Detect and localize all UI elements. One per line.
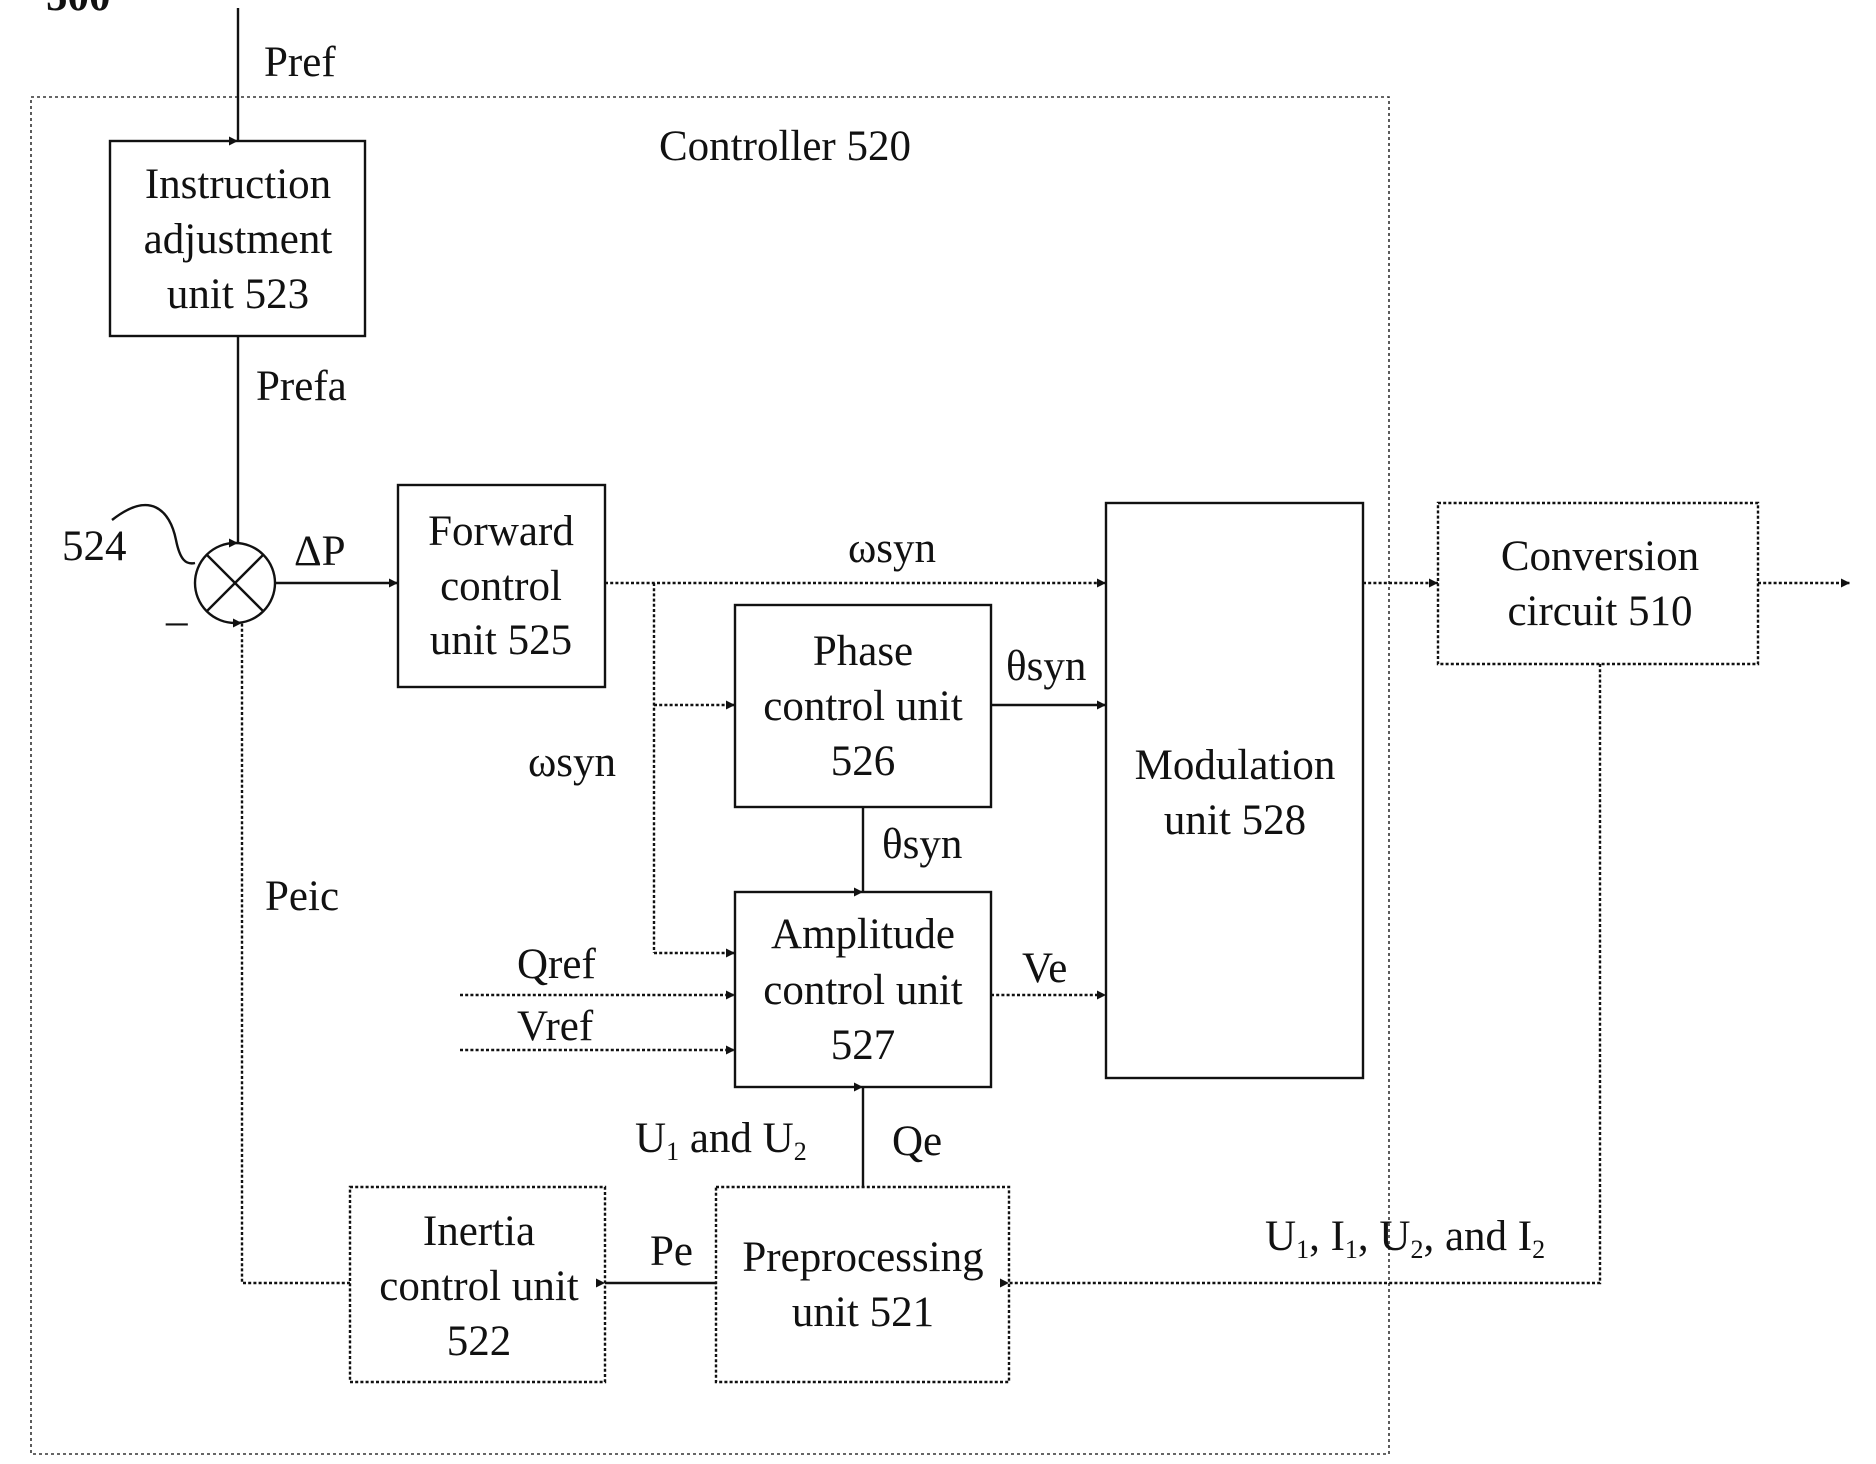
figure-number: 500 xyxy=(46,0,111,20)
feedback-label: U1, I1, U2, and I2 xyxy=(1265,1213,1545,1264)
svg-text:unit 523: unit 523 xyxy=(167,271,309,318)
theta-syn-down-label: θsyn xyxy=(882,821,962,868)
preprocessing-unit: Preprocessing unit 521 xyxy=(716,1187,1009,1382)
svg-text:Phase: Phase xyxy=(813,628,913,675)
pe-label: Pe xyxy=(650,1228,693,1275)
peic-feedback-line xyxy=(242,623,350,1283)
svg-text:Instruction: Instruction xyxy=(145,161,331,208)
vref-label: Vref xyxy=(517,1003,594,1050)
pref-label: Pref xyxy=(264,39,336,86)
omega-syn-left-label: ωsyn xyxy=(528,739,616,786)
minus-sign: _ xyxy=(165,583,188,630)
theta-syn-right-label: θsyn xyxy=(1006,643,1086,690)
forward-control-unit: Forward control unit 525 xyxy=(398,485,605,687)
ve-label: Ve xyxy=(1022,945,1067,992)
svg-text:control unit: control unit xyxy=(763,967,962,1014)
svg-text:unit 528: unit 528 xyxy=(1164,797,1306,844)
svg-text:526: 526 xyxy=(831,738,896,785)
svg-text:control: control xyxy=(440,563,562,610)
delta-p-label: ΔP xyxy=(294,528,346,575)
prefa-label: Prefa xyxy=(256,363,347,410)
comparator-524 xyxy=(195,543,275,623)
svg-text:Preprocessing: Preprocessing xyxy=(742,1234,983,1281)
qref-label: Qref xyxy=(517,941,596,988)
qe-label: Qe xyxy=(892,1118,942,1165)
svg-text:Conversion: Conversion xyxy=(1501,533,1699,580)
svg-text:527: 527 xyxy=(831,1022,896,1069)
peic-label: Peic xyxy=(265,873,339,920)
instruction-adjustment-unit: Instruction adjustment unit 523 xyxy=(110,141,365,336)
modulation-unit: Modulation unit 528 xyxy=(1106,503,1363,1078)
svg-text:circuit 510: circuit 510 xyxy=(1507,588,1692,635)
phase-control-unit: Phase control unit 526 xyxy=(735,605,991,807)
svg-text:Forward: Forward xyxy=(428,508,574,555)
svg-text:unit 521: unit 521 xyxy=(792,1289,934,1336)
svg-text:Modulation: Modulation xyxy=(1135,742,1336,789)
svg-text:adjustment: adjustment xyxy=(144,216,333,263)
controller-label: Controller 520 xyxy=(659,123,911,170)
svg-text:Amplitude: Amplitude xyxy=(771,911,955,958)
inertia-control-unit: Inertia control unit 522 xyxy=(350,1187,605,1382)
svg-text:522: 522 xyxy=(447,1318,512,1365)
svg-text:Inertia: Inertia xyxy=(423,1208,535,1255)
amplitude-control-unit: Amplitude control unit 527 xyxy=(735,892,991,1087)
comparator-label: 524 xyxy=(62,523,127,570)
u1-and-u2-label: U1 and U2 xyxy=(635,1115,807,1166)
svg-text:control unit: control unit xyxy=(379,1263,578,1310)
omega-syn-top-label: ωsyn xyxy=(848,525,936,572)
svg-text:control unit: control unit xyxy=(763,683,962,730)
svg-text:unit 525: unit 525 xyxy=(430,617,572,664)
conversion-circuit: Conversion circuit 510 xyxy=(1438,503,1758,664)
